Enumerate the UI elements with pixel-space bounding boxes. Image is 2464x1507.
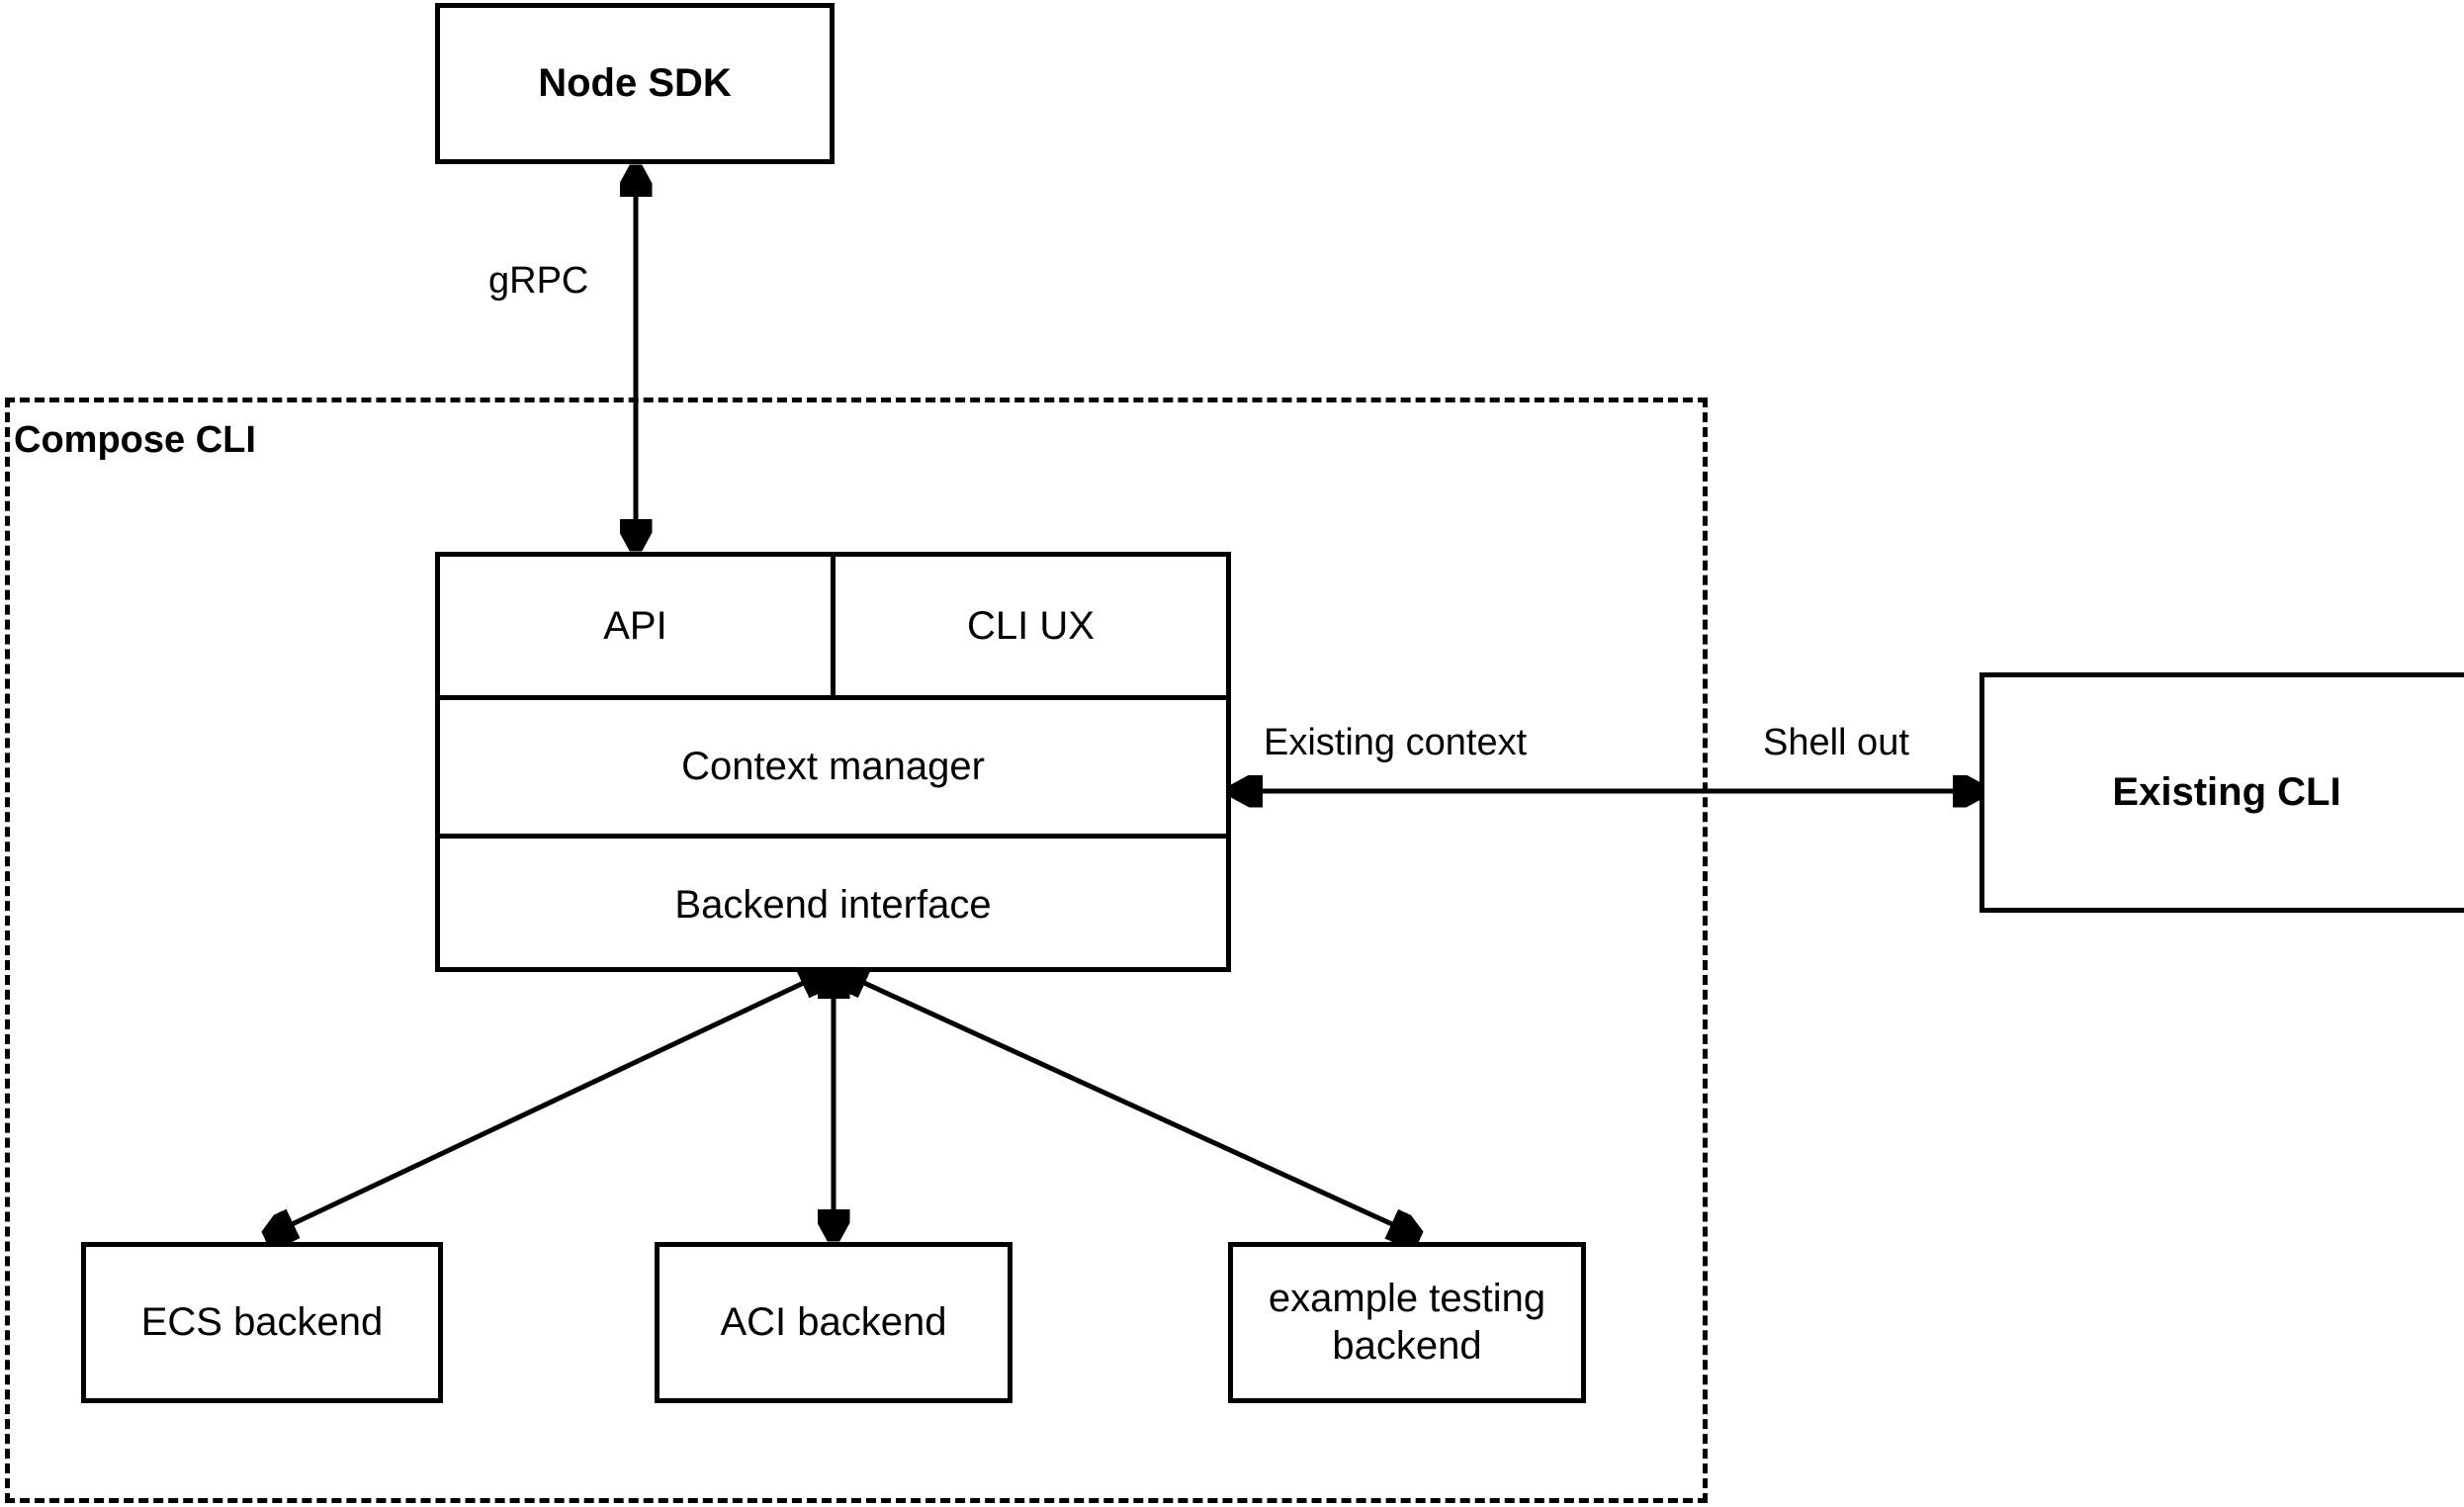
node-existing-cli-label: Existing CLI [2112,769,2341,814]
node-example-testing-backend-label: example testing backend [1268,1277,1546,1368]
node-cli-ux[interactable]: CLI UX [831,557,1226,695]
node-backend-interface[interactable]: Backend interface [440,839,1226,972]
stack-row-context-manager: Context manager [440,695,1226,834]
node-context-manager[interactable]: Context manager [440,700,1226,834]
node-aci-backend[interactable]: ACI backend [655,1242,1012,1403]
edge-label-shell-out: Shell out [1763,722,1909,763]
node-backend-interface-label: Backend interface [674,883,992,927]
node-api[interactable]: API [440,557,831,695]
node-node-sdk[interactable]: Node SDK [435,3,835,164]
node-aci-backend-label: ACI backend [720,1299,947,1344]
node-api-label: API [603,603,667,648]
node-ecs-backend[interactable]: ECS backend [81,1242,443,1403]
compose-cli-group-boundary [5,398,1708,1503]
node-existing-cli[interactable]: Existing CLI [1980,672,2464,913]
node-node-sdk-label: Node SDK [538,60,732,105]
node-example-testing-backend[interactable]: example testing backend [1228,1242,1586,1403]
stack-row-api: API CLI UX [440,557,1226,695]
node-ecs-backend-label: ECS backend [140,1299,384,1344]
compose-cli-group-label: Compose CLI [14,419,256,462]
stack-row-backend-interface: Backend interface [440,834,1226,972]
node-context-manager-label: Context manager [681,745,985,788]
node-cli-ux-label: CLI UX [967,603,1095,648]
edge-label-grpc: gRPC [488,260,589,302]
compose-cli-stack: API CLI UX Context manager Backend inter… [435,552,1231,972]
edge-label-existing-context: Existing context [1264,722,1528,763]
